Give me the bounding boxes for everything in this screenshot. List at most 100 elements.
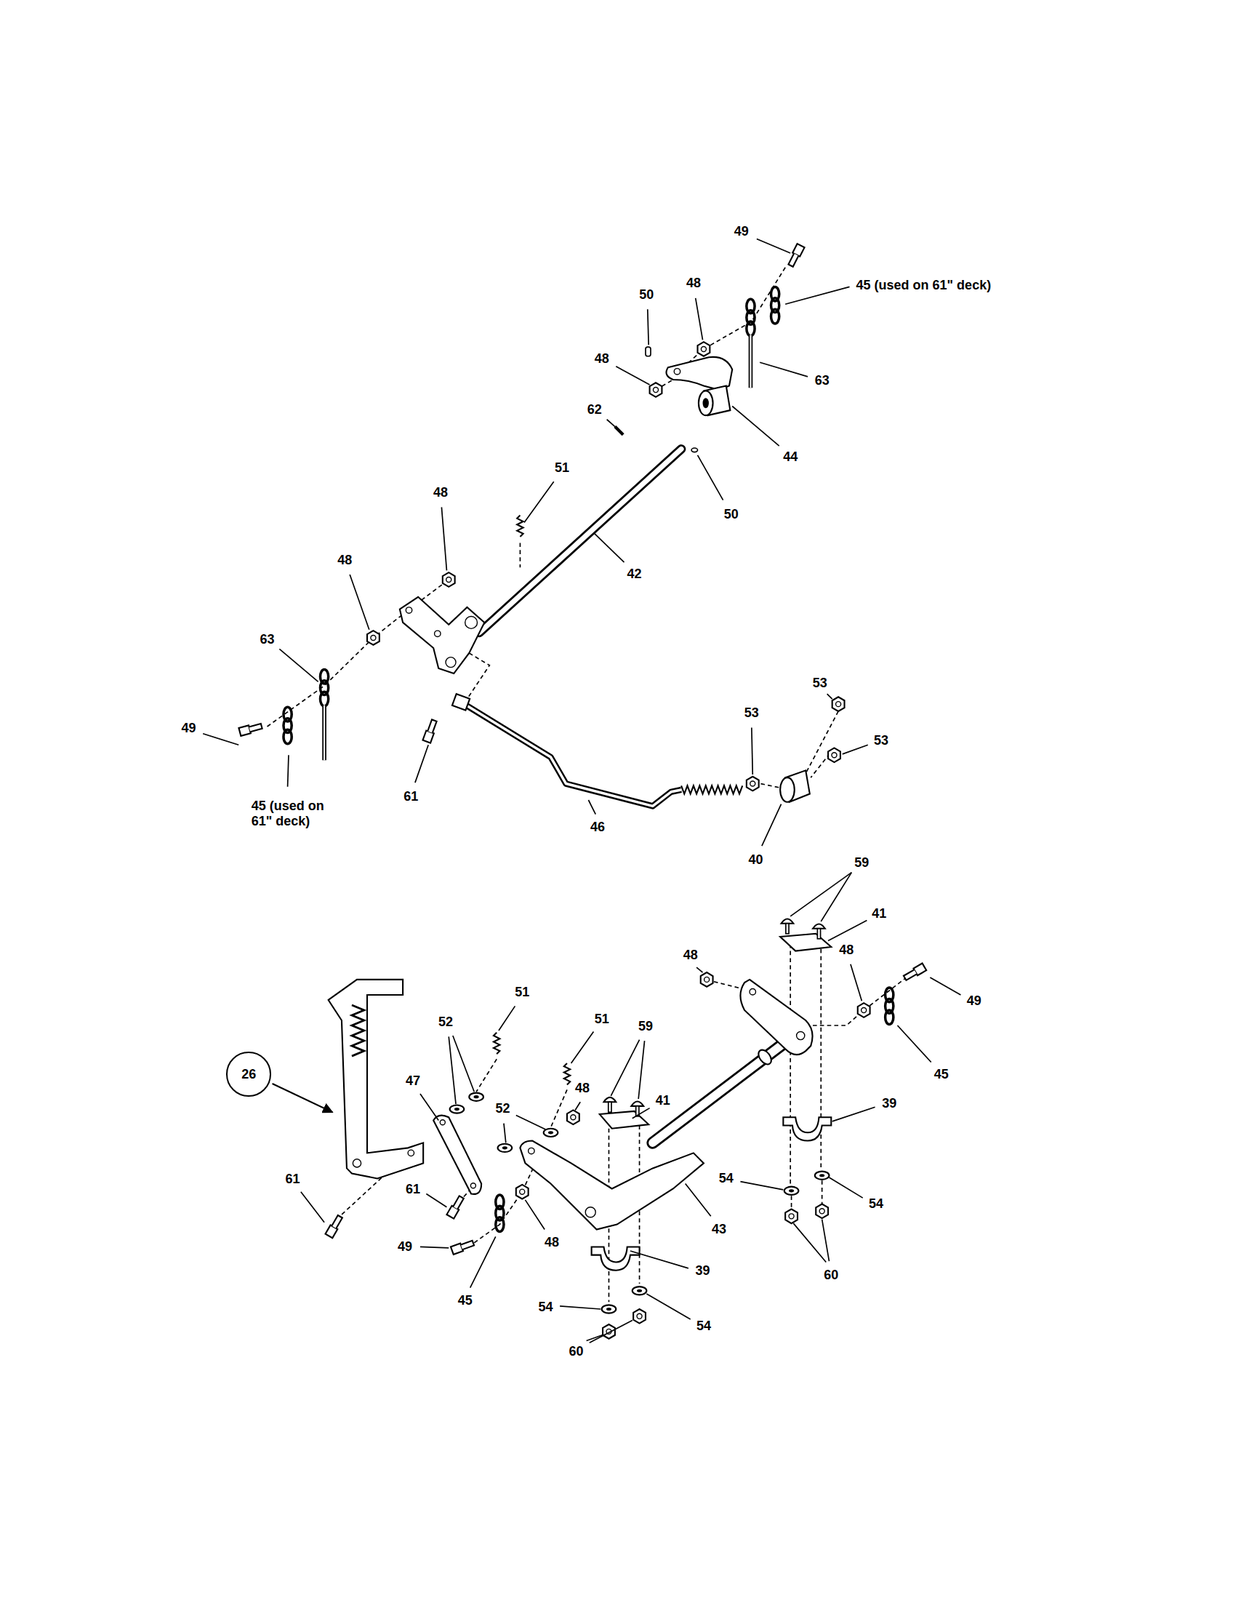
leader-line <box>646 1293 690 1319</box>
leader-line <box>559 1305 601 1309</box>
crank-left <box>434 630 441 637</box>
leader-line <box>732 406 780 447</box>
hardware <box>493 1032 500 1054</box>
crank-left <box>465 615 478 629</box>
small-parts <box>645 346 651 357</box>
callout-number: 60 <box>822 1267 840 1283</box>
main-crank <box>519 979 813 1230</box>
hardware <box>367 630 380 645</box>
callout-number: 59 <box>852 854 871 871</box>
mount-bracket <box>591 1246 640 1270</box>
leader-line <box>696 966 703 973</box>
hardware <box>423 719 439 743</box>
callout-number: 54 <box>695 1318 713 1334</box>
hardware <box>746 776 759 791</box>
hardware <box>602 1323 616 1339</box>
leader-line <box>470 1235 496 1287</box>
main-crank <box>652 1040 788 1143</box>
leader-line <box>685 1182 712 1216</box>
callout-number: 61 <box>404 1181 422 1197</box>
callout-number: 63 <box>813 372 831 389</box>
callout-number: 54 <box>536 1299 554 1315</box>
height-bracket <box>351 1004 365 1056</box>
leader-line <box>588 799 596 815</box>
leader-line <box>827 693 833 699</box>
leader-line <box>287 754 289 786</box>
callout-number: 40 <box>746 852 765 868</box>
hook-rod <box>749 334 751 388</box>
callout-number: 48 <box>431 484 450 501</box>
callout-number: 61 <box>402 788 420 805</box>
hardware <box>697 341 711 357</box>
small-parts <box>516 515 523 537</box>
dashed-assembly-line <box>336 943 909 1302</box>
callout-number: 51 <box>513 984 531 1000</box>
leader-line <box>759 362 808 377</box>
hook-rod <box>323 705 325 761</box>
callout-number: 52 <box>494 1100 512 1116</box>
callout-number: 45 <box>456 1292 475 1308</box>
hardware <box>283 706 292 744</box>
mount-bracket <box>780 933 831 951</box>
leader-line <box>498 1005 515 1031</box>
leader-line <box>503 1123 506 1143</box>
hardware <box>633 1308 646 1324</box>
callout-number: 44 <box>781 449 799 465</box>
leader-line <box>630 1250 689 1268</box>
callout-number: 26 <box>241 1066 256 1082</box>
hardware <box>700 972 714 987</box>
hardware <box>319 668 328 706</box>
hook-rod <box>748 334 754 388</box>
dashed-assembly-line <box>519 542 522 568</box>
hardware <box>238 243 845 791</box>
hardware <box>784 1186 799 1195</box>
callout-number: 45 (used on 61" deck) <box>250 798 344 829</box>
hardware <box>832 696 845 712</box>
leader-line <box>452 1035 475 1092</box>
leader-line <box>415 744 429 783</box>
mount-bracket <box>782 1116 831 1140</box>
dashed-assembly-line <box>821 1179 823 1204</box>
hardware <box>632 1286 648 1295</box>
dashed-assembly-line <box>474 1162 536 1242</box>
hardware <box>885 987 894 1025</box>
callout-number: 48 <box>573 1080 592 1096</box>
callout-number: 59 <box>636 1018 655 1034</box>
main-crank <box>519 1140 704 1230</box>
crank-left <box>399 596 485 674</box>
small-parts <box>615 426 624 435</box>
leader-line <box>929 977 961 995</box>
hardware <box>746 298 755 336</box>
hardware <box>450 1238 475 1255</box>
leader-line <box>610 1039 640 1096</box>
link-plate <box>439 1119 445 1125</box>
crank-left <box>445 657 456 668</box>
callout-arrow <box>272 1083 333 1112</box>
leader-line <box>575 1101 581 1110</box>
height-bracket <box>328 979 424 1179</box>
link-plate <box>433 1115 482 1194</box>
main-crank <box>749 988 756 995</box>
hardware <box>828 747 841 762</box>
leader-line <box>850 964 862 1002</box>
leader-line <box>632 1107 650 1119</box>
bellcrank-right <box>673 368 680 375</box>
adjust-rod <box>460 701 682 806</box>
callout-number: 49 <box>732 223 751 240</box>
callout-number: 42 <box>625 566 644 582</box>
hardware <box>902 963 927 982</box>
hook-rod <box>324 334 751 760</box>
hardware <box>814 1171 830 1180</box>
crank-left <box>399 596 485 674</box>
hardware <box>442 572 456 587</box>
leader-line <box>420 1093 439 1120</box>
callout-number: 45 (used on 61" deck) <box>854 277 994 293</box>
callout-number: 50 <box>637 287 656 303</box>
leader-line <box>647 308 649 345</box>
callout-number: 49 <box>396 1238 414 1255</box>
leader-line <box>448 1035 456 1104</box>
callout-number: 53 <box>811 675 829 691</box>
leader-line <box>820 872 852 922</box>
callout-number: 63 <box>258 631 277 648</box>
